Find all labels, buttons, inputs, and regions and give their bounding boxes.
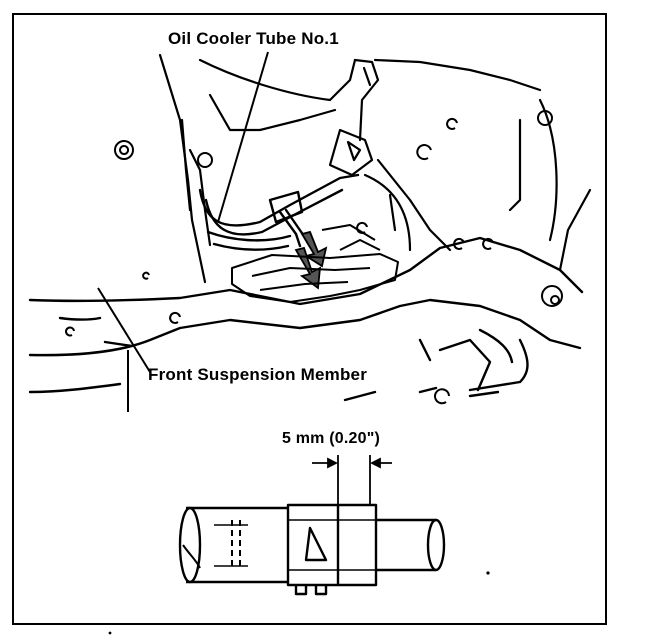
label-front-suspension-member: Front Suspension Member <box>148 365 368 384</box>
label-dimension: 5 mm (0.20") <box>282 430 381 447</box>
bolt-holes <box>65 110 563 405</box>
dimension-markers <box>312 455 392 505</box>
scan-dots <box>108 571 490 635</box>
oil-cooler-tubes <box>198 173 360 251</box>
direction-arrows <box>294 230 328 290</box>
oil-tube-leader-line <box>217 51 269 223</box>
front-member-leader-line <box>97 287 151 373</box>
outer-frame <box>12 13 607 625</box>
mount-bracket <box>231 224 399 303</box>
engine-block-outline <box>158 53 592 284</box>
front-suspension-member-outline <box>28 236 584 402</box>
label-oil-cooler-tube: Oil Cooler Tube No.1 <box>168 29 339 48</box>
tube-detail <box>178 503 446 596</box>
